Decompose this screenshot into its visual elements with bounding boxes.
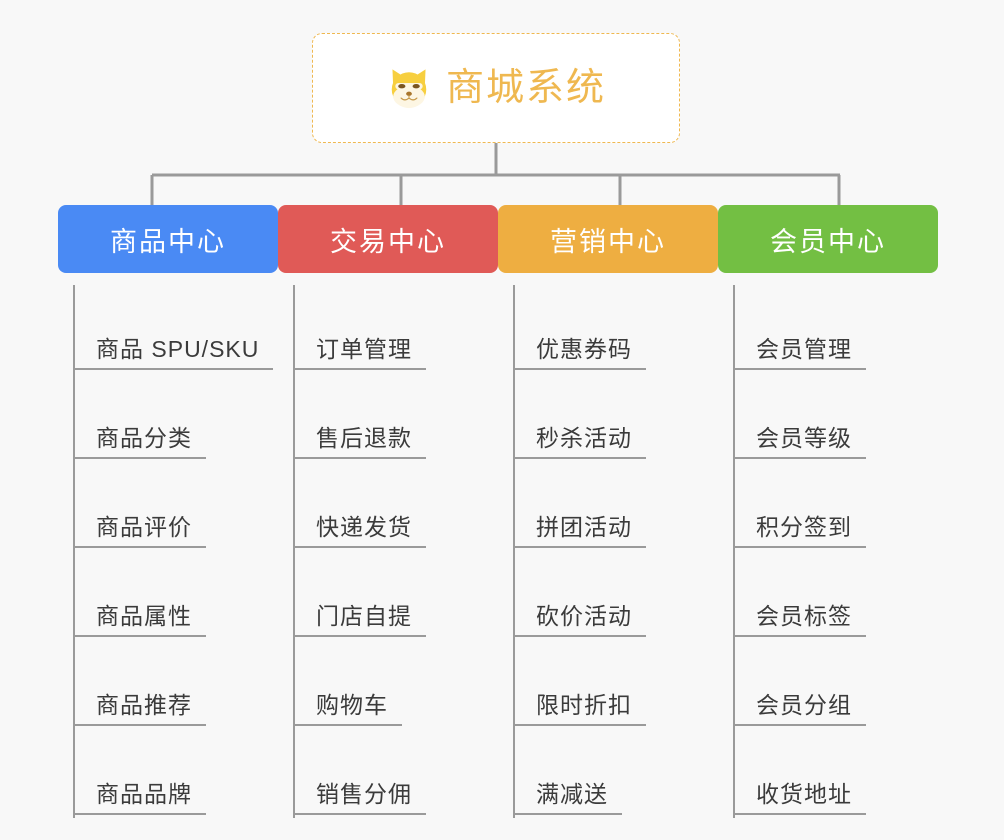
leaf-label: 会员等级: [734, 425, 866, 459]
leaf-item[interactable]: 满减送: [514, 730, 718, 819]
branch-product-center: 商品中心 商品 SPU/SKU 商品分类 商品评价 商品属性 商品推荐 商品品牌: [58, 205, 278, 819]
leaf-label: 商品属性: [74, 603, 206, 637]
branch-member-center: 会员中心 会员管理 会员等级 积分签到 会员标签 会员分组 收货地址: [718, 205, 938, 819]
leaf-label: 限时折扣: [514, 692, 646, 726]
leaf-item[interactable]: 商品分类: [74, 374, 278, 463]
leaf-item[interactable]: 商品品牌: [74, 730, 278, 819]
leaf-item[interactable]: 门店自提: [294, 552, 498, 641]
leaf-item[interactable]: 收货地址: [734, 730, 938, 819]
leaf-label: 秒杀活动: [514, 425, 646, 459]
leaf-label: 满减送: [514, 781, 622, 815]
leaf-list-product-center: 商品 SPU/SKU 商品分类 商品评价 商品属性 商品推荐 商品品牌: [58, 285, 278, 819]
leaf-list-marketing-center: 优惠券码 秒杀活动 拼团活动 砍价活动 限时折扣 满减送: [498, 285, 718, 819]
leaf-item[interactable]: 商品推荐: [74, 641, 278, 730]
root-node[interactable]: 商城系统: [312, 33, 680, 143]
leaf-label: 商品评价: [74, 514, 206, 548]
leaf-item[interactable]: 购物车: [294, 641, 498, 730]
leaf-label: 快递发货: [294, 514, 426, 548]
leaf-label: 砍价活动: [514, 603, 646, 637]
leaf-label: 购物车: [294, 692, 402, 726]
branch-header-member-center[interactable]: 会员中心: [718, 205, 938, 273]
leaf-label: 拼团活动: [514, 514, 646, 548]
leaf-label: 会员标签: [734, 603, 866, 637]
leaf-item[interactable]: 秒杀活动: [514, 374, 718, 463]
leaf-item[interactable]: 拼团活动: [514, 463, 718, 552]
leaf-item[interactable]: 会员标签: [734, 552, 938, 641]
branch-trade-center: 交易中心 订单管理 售后退款 快递发货 门店自提 购物车 销售分佣: [278, 205, 498, 819]
leaf-label: 销售分佣: [294, 781, 426, 815]
leaf-label: 商品推荐: [74, 692, 206, 726]
leaf-item[interactable]: 砍价活动: [514, 552, 718, 641]
branch-header-trade-center[interactable]: 交易中心: [278, 205, 498, 273]
leaf-label: 商品品牌: [74, 781, 206, 815]
leaf-label: 门店自提: [294, 603, 426, 637]
leaf-item[interactable]: 限时折扣: [514, 641, 718, 730]
leaf-label: 会员分组: [734, 692, 866, 726]
leaf-label: 商品分类: [74, 425, 206, 459]
leaf-item[interactable]: 销售分佣: [294, 730, 498, 819]
leaf-item[interactable]: 快递发货: [294, 463, 498, 552]
leaf-label: 售后退款: [294, 425, 426, 459]
leaf-label: 订单管理: [294, 336, 426, 370]
branch-marketing-center: 营销中心 优惠券码 秒杀活动 拼团活动 砍价活动 限时折扣 满减送: [498, 205, 718, 819]
branch-title: 营销中心: [550, 226, 666, 257]
branch-header-product-center[interactable]: 商品中心: [58, 205, 278, 273]
leaf-item[interactable]: 会员分组: [734, 641, 938, 730]
leaf-item[interactable]: 会员等级: [734, 374, 938, 463]
leaf-item[interactable]: 商品 SPU/SKU: [74, 285, 278, 374]
leaf-item[interactable]: 售后退款: [294, 374, 498, 463]
leaf-item[interactable]: 优惠券码: [514, 285, 718, 374]
leaf-label: 优惠券码: [514, 336, 646, 370]
leaf-item[interactable]: 商品评价: [74, 463, 278, 552]
leaf-label: 会员管理: [734, 336, 866, 370]
leaf-label: 收货地址: [734, 781, 866, 815]
leaf-label: 商品 SPU/SKU: [74, 336, 274, 370]
leaf-list-trade-center: 订单管理 售后退款 快递发货 门店自提 购物车 销售分佣: [278, 285, 498, 819]
leaf-item[interactable]: 订单管理: [294, 285, 498, 374]
leaf-label: 积分签到: [734, 514, 866, 548]
leaf-item[interactable]: 积分签到: [734, 463, 938, 552]
root-title: 商城系统: [445, 67, 606, 109]
leaf-item[interactable]: 会员管理: [734, 285, 938, 374]
leaf-item[interactable]: 商品属性: [74, 552, 278, 641]
shiba-dog-icon: [386, 65, 432, 111]
leaf-list-member-center: 会员管理 会员等级 积分签到 会员标签 会员分组 收货地址: [718, 285, 938, 819]
branch-title: 交易中心: [330, 226, 446, 257]
branch-title: 会员中心: [770, 226, 886, 257]
branch-title: 商品中心: [110, 226, 226, 257]
branch-header-marketing-center[interactable]: 营销中心: [498, 205, 718, 273]
